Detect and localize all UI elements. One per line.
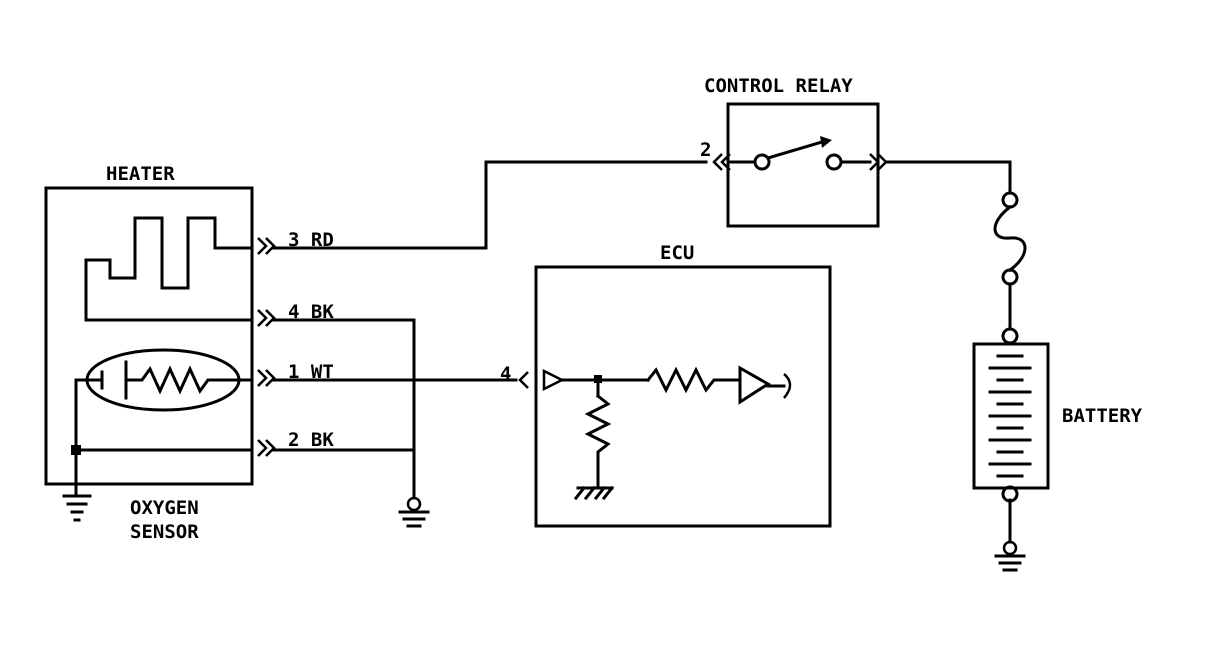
harness-ground-icon bbox=[398, 496, 430, 528]
junction-dot bbox=[71, 445, 81, 455]
ecu-input-arrow bbox=[542, 368, 565, 392]
pin-1-label: 1 WT bbox=[288, 361, 334, 383]
sensor-label: SENSOR bbox=[130, 521, 199, 543]
wire-4-bk bbox=[272, 318, 416, 500]
ecu-buffer bbox=[738, 365, 771, 405]
pin-2-label: 2 BK bbox=[288, 429, 334, 451]
sensor-resistor bbox=[124, 365, 254, 395]
relay-contact-right bbox=[825, 153, 843, 171]
pin-4-label: 4 BK bbox=[288, 301, 334, 323]
ecu-pulldown-resistor bbox=[584, 393, 612, 488]
ecu-label: ECU bbox=[660, 242, 694, 264]
oxygen-sensor-assembly: HEATER OXYGEN SENSOR bbox=[44, 163, 254, 543]
ecu-series-resistor bbox=[645, 366, 742, 394]
connector-pin-4 bbox=[257, 309, 276, 327]
battery-label: BATTERY bbox=[1062, 405, 1143, 427]
heater-element bbox=[84, 216, 254, 322]
ecu-ground-icon bbox=[573, 485, 615, 501]
pin-3-label: 3 RD bbox=[288, 229, 334, 251]
wire-relay-fuse bbox=[884, 160, 1012, 194]
battery-cells bbox=[988, 354, 1032, 478]
ecu: ECU 4 bbox=[500, 242, 832, 528]
connector-pin-2 bbox=[257, 439, 276, 457]
connector-pin-3 bbox=[257, 237, 276, 255]
sensor-connectors bbox=[257, 237, 276, 457]
relay-switch-arm bbox=[766, 140, 824, 160]
heater-label: HEATER bbox=[106, 163, 175, 185]
connector-pin-1 bbox=[257, 369, 276, 387]
relay-housing bbox=[726, 102, 880, 228]
relay-pin-label: 2 bbox=[700, 139, 711, 161]
control-relay-label: CONTROL RELAY bbox=[704, 75, 853, 97]
sensor-ground-icon bbox=[62, 494, 92, 522]
battery-ground-icon bbox=[994, 540, 1026, 572]
fuse-icon bbox=[993, 191, 1027, 286]
relay-contact-left bbox=[753, 153, 771, 171]
ecu-housing bbox=[534, 265, 832, 528]
ecu-connector bbox=[518, 371, 529, 389]
internal-ground-lead bbox=[74, 378, 104, 496]
control-relay: CONTROL RELAY 2 bbox=[700, 75, 888, 228]
battery: BATTERY bbox=[972, 327, 1143, 503]
wire-3-rd bbox=[272, 160, 708, 250]
sensor-housing bbox=[44, 186, 254, 486]
ecu-pin-label: 4 bbox=[500, 363, 511, 385]
wires bbox=[272, 160, 1012, 544]
oxygen-label: OXYGEN bbox=[130, 497, 199, 519]
